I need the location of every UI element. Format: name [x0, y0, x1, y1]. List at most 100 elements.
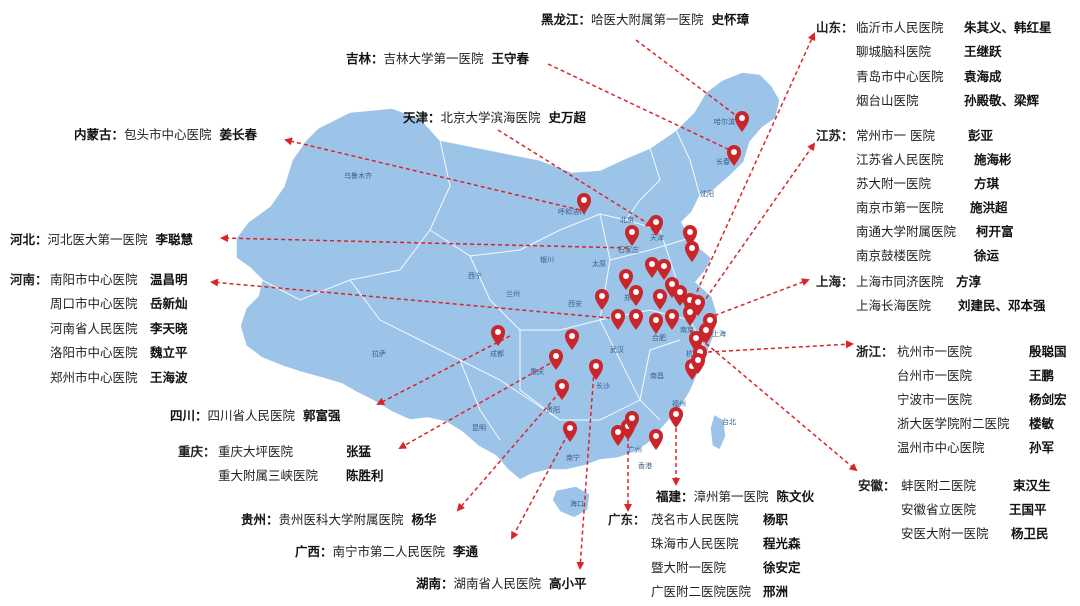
doctor-name: 殷聪国 — [1029, 344, 1067, 359]
hospital-name: 重大附属三峡医院 — [218, 468, 319, 483]
hospital-row: 温州市中心医院孙军 — [897, 440, 1075, 456]
hospital-name: 安医大附一医院 — [901, 526, 989, 541]
label-neimenggu: 内蒙古：包头市中心医院 姜长春 — [74, 127, 257, 143]
province-name: 吉林： — [346, 51, 384, 66]
hospital-row: 苏大附一医院方琪 — [856, 176, 1056, 192]
city-label: 南宁 — [566, 453, 580, 462]
connector-line — [210, 278, 611, 319]
doctor-name: 杨卫民 — [1011, 526, 1049, 541]
hospital-row: 广医附二医院医院邢洲 — [651, 584, 821, 600]
connector-line — [497, 129, 654, 228]
hospital-row: 南京市第一医院 施洪超 — [856, 200, 1056, 216]
city-label: 福州 — [672, 399, 686, 408]
doctor-name: 邢洲 — [763, 584, 789, 599]
hospital-name: 河南省人民医院 — [50, 321, 138, 336]
province-name: 黑龙江： — [541, 12, 592, 27]
city-label: 成都 — [490, 349, 504, 358]
doctor-name: 史怀璋 — [711, 12, 749, 27]
doctor-name: 施洪超 — [970, 200, 1008, 215]
doctor-name: 杨华 — [411, 512, 437, 527]
label-hunan: 湖南：湖南省人民医院 高小平 — [416, 576, 587, 592]
hospital-row: 河南省人民医院李天晓 — [50, 321, 220, 337]
city-label: 天津 — [650, 234, 664, 242]
hospital-name: 河北医大第一医院 — [47, 232, 148, 247]
hospital-name: 温州市中心医院 — [897, 440, 985, 455]
label-sichuan: 四川：四川省人民医院 郭富强 — [170, 408, 341, 424]
hospital-row: 蚌医附二医院束汉生 — [901, 478, 1073, 494]
city-label: 武汉 — [610, 345, 624, 354]
city-label: 乌鲁木齐 — [344, 171, 372, 180]
doctor-name: 徐安定 — [763, 560, 801, 575]
hospital-row: 茂名市人民医院杨职 — [651, 512, 821, 528]
hospital-name: 哈医大附属第一医院 — [591, 12, 704, 27]
hospital-row: 安医大附一医院 杨卫民 — [901, 526, 1073, 542]
hospital-row: 安徽省立医院王国平 — [901, 502, 1073, 518]
hospital-name: 浙大医学院附二医院 — [897, 416, 1010, 431]
hospital-row: 江苏省人民医院施海彬 — [856, 152, 1056, 168]
hospital-name: 漳州第一医院 — [693, 489, 769, 504]
doctor-name: 杨剑宏 — [1029, 392, 1067, 407]
hospital-name: 北京大学滨海医院 — [440, 110, 541, 125]
city-label: 呼和浩特 — [558, 207, 586, 216]
connector-line — [576, 369, 595, 570]
hospital-name: 南京市第一医院 — [856, 200, 944, 215]
hospital-name: 苏大附一医院 — [856, 176, 932, 191]
doctor-name: 岳新灿 — [150, 296, 188, 311]
doctor-name: 史万超 — [548, 110, 586, 125]
province-name-shandong: 山东： — [816, 20, 854, 35]
doctor-name: 高小平 — [548, 576, 587, 591]
hospital-row: 聊城脑科医院王继跃 — [856, 44, 1071, 60]
doctor-name: 王鹏 — [1029, 368, 1055, 383]
connector-line — [284, 137, 581, 211]
doctor-name: 姜长春 — [219, 127, 257, 142]
city-label: 南昌 — [650, 371, 664, 380]
doctor-name: 方淳 — [956, 274, 982, 289]
doctor-name: 束汉生 — [1013, 478, 1051, 493]
doctor-name: 李聪慧 — [155, 232, 193, 247]
doctor-name: 李通 — [452, 544, 478, 559]
hospital-name: 常州市一 医院 — [856, 128, 935, 143]
connector-line — [376, 335, 511, 405]
doctor-name: 朱其义、韩红星 — [964, 20, 1052, 35]
city-label: 银川 — [540, 255, 554, 264]
province-name: 福建： — [656, 489, 694, 504]
connector-line — [707, 340, 854, 353]
city-label: 西安 — [568, 299, 582, 308]
hainan-shape — [551, 485, 591, 519]
city-label: 哈尔滨 — [714, 117, 735, 126]
hospital-row: 郑州市中心医院王海波 — [50, 370, 220, 386]
label-tianjin: 天津：北京大学滨海医院 史万超 — [403, 110, 586, 126]
connector-line — [511, 433, 569, 540]
hospital-name: 烟台山医院 — [856, 93, 919, 108]
hospital-row: 暨大附一医院徐安定 — [651, 560, 821, 576]
label-guangxi: 广西：南宁市第二人民医院 李通 — [295, 544, 478, 560]
province-name: 贵州： — [241, 512, 279, 527]
hospital-name: 郑州市中心医院 — [50, 370, 138, 385]
connector-lines — [210, 32, 858, 570]
hospital-name: 南京鼓楼医院 — [856, 248, 932, 263]
hospital-row: 重庆大坪医院张猛 — [218, 444, 398, 460]
pin-marker — [669, 407, 683, 428]
city-label: 贵阳 — [546, 405, 560, 414]
doctor-name: 施海彬 — [974, 152, 1012, 167]
province-name-guangdong: 广东： — [608, 512, 646, 527]
province-name: 广西： — [295, 544, 333, 559]
hospital-name: 南宁市第二人民医院 — [332, 544, 446, 559]
province-name-henan: 河南： — [10, 272, 48, 287]
city-label: 南京 — [680, 325, 694, 334]
doctor-name: 柯开富 — [976, 224, 1014, 239]
doctor-name: 袁海成 — [964, 69, 1002, 84]
hospital-row: 洛阳市中心医院魏立平 — [50, 345, 220, 361]
hospital-row: 浙大医学院附二医院楼敏 — [897, 416, 1075, 432]
doctor-name: 王海波 — [150, 370, 188, 385]
hospital-name: 湖南省人民医院 — [453, 576, 542, 591]
city-label: 太原 — [592, 259, 606, 268]
connector-line — [547, 63, 736, 154]
doctor-name: 魏立平 — [150, 345, 188, 360]
connector-line — [635, 39, 744, 122]
doctor-name: 陈胜利 — [346, 468, 384, 483]
hospital-name: 上海市同济医院 — [856, 274, 944, 289]
hospital-row: 珠海市人民医院程光森 — [651, 536, 821, 552]
hospital-name: 珠海市人民医院 — [651, 536, 739, 551]
label-jilin: 吉林：吉林大学第一医院 王守春 — [346, 51, 529, 67]
